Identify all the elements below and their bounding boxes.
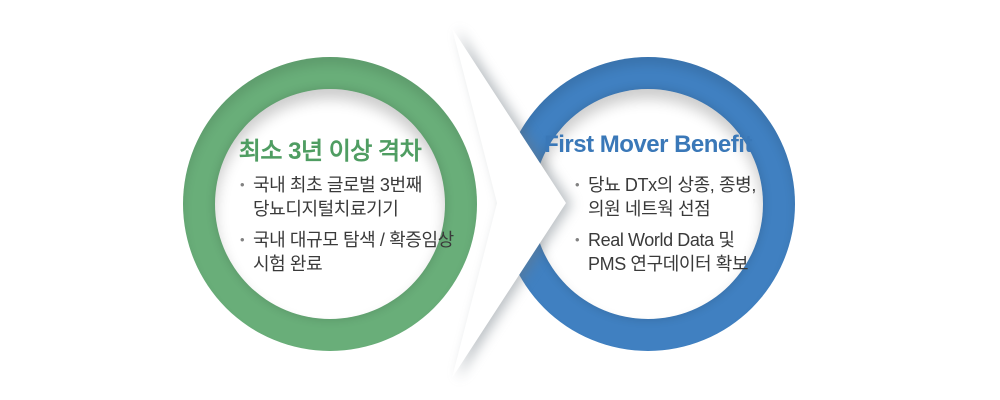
left-green-ring: [183, 57, 477, 351]
right-circle-title: First Mover Benefit: [544, 131, 752, 158]
bullet-line: 당뇨 DTx의 상종, 종병,: [588, 175, 756, 195]
bullet-line: 의원 네트웍 선점: [588, 199, 711, 219]
list-item: • 국내 대규모 탐색 / 확증임상 시험 완료: [240, 228, 454, 276]
list-item: • 당뇨 DTx의 상종, 종병, 의원 네트웍 선점: [575, 173, 756, 221]
bullet-line: 국내 대규모 탐색 / 확증임상: [253, 230, 454, 250]
bullet-line: Real World Data 및: [588, 230, 735, 250]
bullet-line: 당뇨디지털치료기기: [253, 199, 399, 219]
bullet-line: 국내 최초 글로벌 3번째: [253, 175, 422, 195]
list-item: • Real World Data 및 PMS 연구데이터 확보: [575, 228, 756, 276]
bullet-icon: •: [575, 232, 580, 247]
bullet-icon: •: [240, 232, 245, 247]
right-bullet-list: • 당뇨 DTx의 상종, 종병, 의원 네트웍 선점 • Real World…: [575, 173, 756, 283]
right-inner-disc: [533, 89, 763, 319]
left-circle-title: 최소 3년 이상 격차: [238, 138, 422, 165]
bullet-line: 시험 완료: [253, 254, 323, 274]
left-bullet-list: • 국내 최초 글로벌 3번째 당뇨디지털치료기기 • 국내 대규모 탐색 / …: [240, 173, 454, 283]
bullet-icon: •: [240, 177, 245, 192]
list-item: • 국내 최초 글로벌 3번째 당뇨디지털치료기기: [240, 173, 454, 221]
left-inner-disc: [215, 89, 445, 319]
right-chevron-arrow-icon: [420, 0, 610, 400]
bullet-icon: •: [575, 177, 580, 192]
bullet-line: PMS 연구데이터 확보: [588, 254, 749, 274]
